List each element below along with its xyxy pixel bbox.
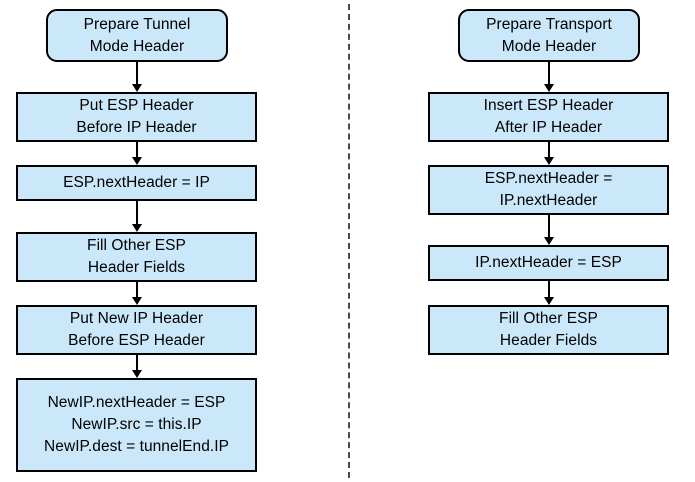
connector-line <box>136 282 138 298</box>
vertical-dashed-divider <box>348 4 350 478</box>
node-insert-esp-header-after-ip-header[interactable]: Insert ESP Header After IP Header <box>428 92 669 142</box>
arrowhead-icon <box>544 157 554 165</box>
connector-line <box>548 142 550 158</box>
arrowhead-icon <box>132 157 142 165</box>
node-put-esp-header-before-ip-header[interactable]: Put ESP Header Before IP Header <box>16 92 257 142</box>
arrowhead-icon <box>544 237 554 245</box>
arrowhead-icon <box>132 84 142 92</box>
node-newip-fields-assignment[interactable]: NewIP.nextHeader = ESP NewIP.src = this.… <box>16 378 257 472</box>
connector-line <box>136 355 138 371</box>
node-fill-other-esp-header-fields[interactable]: Fill Other ESP Header Fields <box>428 305 669 355</box>
connector-line <box>136 62 138 85</box>
connector-line <box>136 142 138 158</box>
node-prepare-transport-mode-header[interactable]: Prepare Transport Mode Header <box>458 9 640 62</box>
node-esp-nextheader-equals-ip[interactable]: ESP.nextHeader = IP <box>16 165 257 201</box>
arrowhead-icon <box>132 224 142 232</box>
arrowhead-icon <box>132 297 142 305</box>
node-prepare-tunnel-mode-header[interactable]: Prepare Tunnel Mode Header <box>46 9 228 62</box>
arrowhead-icon <box>132 370 142 378</box>
node-put-new-ip-header-before-esp-header[interactable]: Put New IP Header Before ESP Header <box>16 305 257 355</box>
arrowhead-icon <box>544 297 554 305</box>
node-ip-nextheader-equals-esp[interactable]: IP.nextHeader = ESP <box>428 245 669 281</box>
connector-line <box>548 281 550 298</box>
arrowhead-icon <box>544 84 554 92</box>
node-fill-other-esp-header-fields[interactable]: Fill Other ESP Header Fields <box>16 232 257 282</box>
connector-line <box>548 215 550 238</box>
node-esp-nextheader-equals-ip-nextheader[interactable]: ESP.nextHeader = IP.nextHeader <box>428 165 669 215</box>
connector-line <box>548 62 550 85</box>
connector-line <box>136 201 138 225</box>
